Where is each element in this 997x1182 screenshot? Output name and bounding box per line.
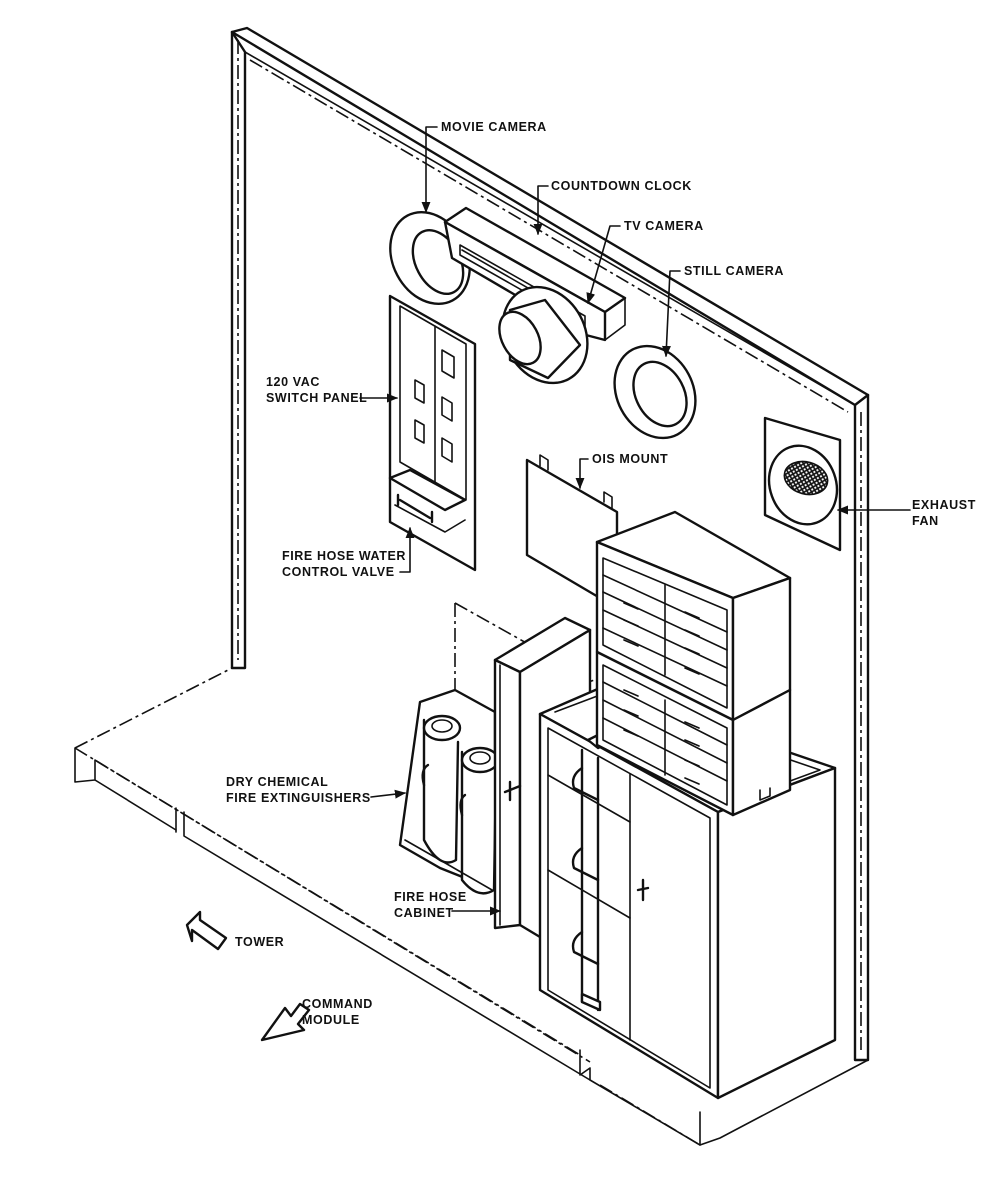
tv-camera-label: TV CAMERA xyxy=(624,218,704,234)
still-camera-label: STILL CAMERA xyxy=(684,263,784,279)
movie-camera-text: MOVIE CAMERA xyxy=(441,120,547,134)
tower-label: TOWER xyxy=(235,934,284,950)
command-module-line1: COMMAND xyxy=(302,997,373,1011)
command-module-label: COMMAND MODULE xyxy=(302,996,373,1028)
extinguishers-line1: DRY CHEMICAL xyxy=(226,775,329,789)
command-module-direction-icon xyxy=(260,1002,311,1042)
switch-panel xyxy=(388,294,477,572)
countdown-clock-text: COUNTDOWN CLOCK xyxy=(551,179,692,193)
still-camera-text: STILL CAMERA xyxy=(684,264,785,278)
fire-hose-valve-label: FIRE HOSE WATER CONTROL VALVE xyxy=(282,548,406,580)
movie-camera-label: MOVIE CAMERA xyxy=(441,119,547,135)
fire-hose-cabinet-line2: CABINET xyxy=(394,906,454,920)
still-camera xyxy=(613,344,697,440)
ois-mount-text: OIS MOUNT xyxy=(592,452,669,466)
fire-hose-cabinet-label: FIRE HOSE CABINET xyxy=(394,889,467,921)
exhaust-fan-label: EXHAUST FAN xyxy=(912,497,976,529)
tower-text: TOWER xyxy=(235,935,285,949)
exhaust-fan xyxy=(763,416,842,552)
exhaust-fan-line1: EXHAUST xyxy=(912,498,976,512)
switch-panel-line2: SWITCH PANEL xyxy=(266,391,368,405)
drawer-cabinets xyxy=(595,510,792,817)
fire-hose-control-valve xyxy=(388,468,467,533)
switch-panel-label: 120 VAC SWITCH PANEL xyxy=(266,374,367,406)
leader-lines xyxy=(359,126,911,916)
tv-camera xyxy=(498,285,589,385)
command-module-line2: MODULE xyxy=(302,1013,360,1027)
fire-hose-cabinet-line1: FIRE HOSE xyxy=(394,890,467,904)
fire-hose-valve-line2: CONTROL VALVE xyxy=(282,565,395,579)
tv-camera-text: TV CAMERA xyxy=(624,219,704,233)
fire-hose-cabinet xyxy=(493,616,592,942)
tower-direction-icon xyxy=(185,910,228,951)
ois-mount-label: OIS MOUNT xyxy=(592,451,668,467)
floor-platform xyxy=(74,667,869,1146)
exhaust-fan-line2: FAN xyxy=(912,514,939,528)
fire-hose-valve-line1: FIRE HOSE WATER xyxy=(282,549,407,563)
extinguishers-line2: FIRE EXTINGUISHERS xyxy=(226,791,371,805)
wall-frame xyxy=(230,26,870,1062)
switch-panel-line1: 120 VAC xyxy=(266,375,320,389)
countdown-clock-label: COUNTDOWN CLOCK xyxy=(551,178,692,194)
extinguishers-label: DRY CHEMICAL FIRE EXTINGUISHERS xyxy=(226,774,371,806)
fire-extinguisher-rack xyxy=(398,688,500,895)
